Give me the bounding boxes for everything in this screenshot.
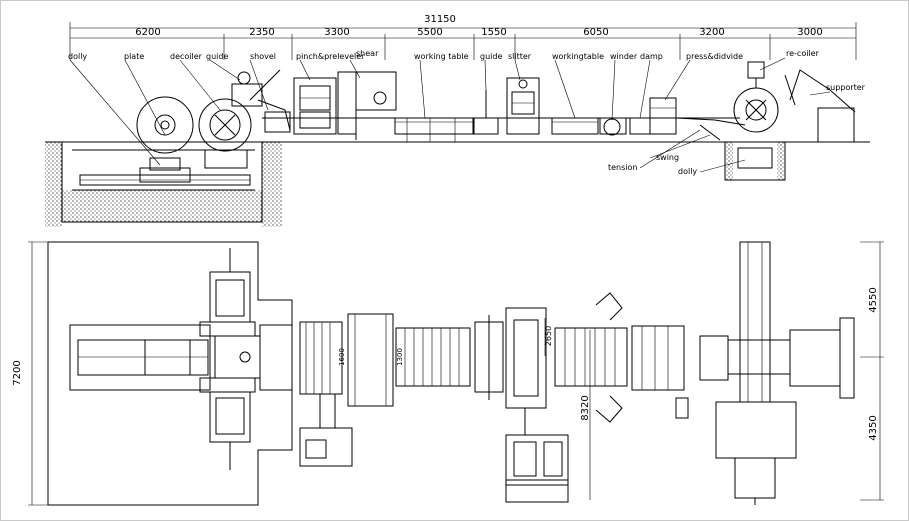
label-recoiler: re-coiler	[786, 49, 820, 58]
label-damp: damp	[640, 52, 663, 61]
dim-seg-4: 5500	[417, 27, 442, 38]
label-dolly: dolly	[68, 52, 87, 61]
label-plate: plate	[124, 52, 144, 61]
dim-seg-5: 1550	[481, 27, 506, 38]
elevation-view	[45, 61, 870, 227]
label-decoiler: decoiler	[170, 52, 203, 61]
label-guide-2: guide	[480, 52, 502, 61]
label-dolly-2: dolly	[678, 167, 697, 176]
dim-total: 31150	[424, 14, 456, 25]
label-winder: winder	[610, 52, 638, 61]
label-tension: tension	[608, 163, 637, 172]
label-working-table-2: workingtable	[552, 52, 604, 61]
label-swing: swing	[656, 153, 679, 162]
dim-table-a: 1300	[396, 348, 404, 366]
dim-middle-lower: 8320	[580, 395, 591, 420]
label-supporter: supporter	[826, 83, 866, 92]
dim-seg-1: 6200	[135, 27, 160, 38]
dim-seg-2: 2350	[249, 27, 274, 38]
dim-plan-width: 7200	[12, 360, 23, 385]
label-shear: shear	[356, 49, 379, 58]
dim-right-upper: 4550	[868, 287, 879, 312]
label-pinch-preleveler: pinch&preleveler	[296, 52, 365, 61]
dim-seg-3: 3300	[324, 27, 349, 38]
plan-view	[28, 241, 884, 506]
dim-table-b: 1600	[338, 348, 346, 366]
component-labels	[69, 57, 831, 173]
label-working-table: working table	[414, 52, 469, 61]
label-guide: guide	[206, 52, 228, 61]
dim-seg-7: 3200	[699, 27, 724, 38]
label-shovel: shovel	[250, 52, 276, 61]
dim-seg-6: 6050	[583, 27, 608, 38]
dim-middle-upper: 2650	[544, 326, 553, 346]
dimension-lines	[69, 22, 857, 60]
dim-right-lower: 4350	[868, 415, 879, 440]
label-slitter: slitter	[508, 52, 532, 61]
dim-seg-8: 3000	[797, 27, 822, 38]
label-press-divide: press&didvide	[686, 52, 743, 61]
